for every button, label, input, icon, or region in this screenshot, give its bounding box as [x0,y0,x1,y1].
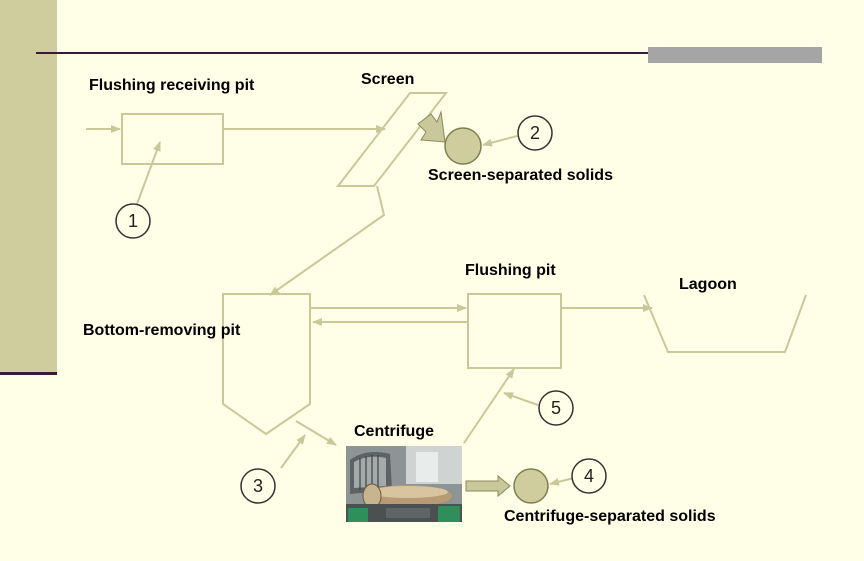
callout-4-circle [571,458,607,494]
callout-3-circle [240,468,276,504]
bottom-removing-pit-shape [222,293,311,436]
sidebar-underline [0,372,57,375]
title-accent-bar [648,47,822,63]
flushing-receiving-pit-label: Flushing receiving pit [89,77,255,94]
callout-5-circle [538,390,574,426]
callout-3-pointer [280,434,306,469]
bottom-to-centrifuge-arrow [295,420,337,446]
bottom-removing-pit-label: Bottom-removing pit [83,322,241,339]
screen-label: Screen [361,71,415,88]
flushing-pit-label: Flushing pit [465,262,556,279]
centrifuge-photo-icon [346,446,462,522]
centrifuge-to-flushing-arrow [463,368,515,444]
callout-2-text: 2 [530,123,540,143]
callout-1-pointer [136,141,161,205]
flushing-receiving-pit-box [121,113,224,165]
callout-4-pointer [549,477,575,486]
screen-shape [335,92,449,187]
lagoon-label: Lagoon [679,276,737,293]
callout-5-text: 5 [551,398,561,418]
callout-1-text: 1 [128,211,138,231]
title-rule [36,52,822,54]
callout-2-pointer [482,135,518,147]
screen-solids-label: Screen-separated solids [428,167,613,184]
screen-to-bottom-pit-arrow [269,185,386,296]
centrifuge-solids-circle [513,468,549,504]
centrifuge-solids-label: Centrifuge-separated solids [504,508,716,525]
callout-2-circle [517,115,553,151]
centrifuge-solids-block-arrow [465,474,511,498]
callout-5-pointer [503,392,539,406]
flushing-pit-box [467,293,562,369]
screen-solids-block-arrow [417,110,446,143]
callout-3-text: 3 [253,476,263,496]
sidebar-band [0,0,57,372]
callout-4-text: 4 [584,466,594,486]
lagoon-shape [643,294,807,353]
callout-1-circle [115,203,151,239]
screen-solids-circle [444,127,482,165]
centrifuge-label: Centrifuge [354,423,434,440]
